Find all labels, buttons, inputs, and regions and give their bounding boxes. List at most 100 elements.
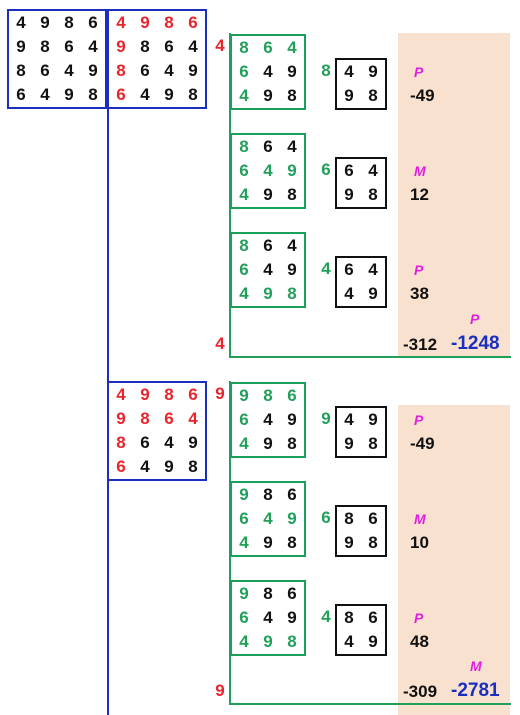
submatrix-box — [230, 580, 306, 656]
block-matrix-cell: 6 — [188, 385, 198, 404]
submatrix-cell: 4 — [263, 161, 273, 180]
submatrix-cell: 8 — [287, 185, 297, 204]
minor-cell: 6 — [344, 260, 354, 279]
pivot-left-label: 4 — [215, 36, 225, 55]
minor-box — [335, 406, 387, 458]
submatrix-cell: 9 — [287, 509, 297, 528]
operation-label: P — [414, 610, 424, 626]
submatrix-cell: 8 — [287, 284, 297, 303]
block-matrix-cell: 4 — [164, 61, 174, 80]
minor-box — [335, 256, 387, 308]
block-matrix-cell: 4 — [140, 85, 150, 104]
block-matrix-box — [107, 381, 207, 481]
block-matrix-cell: 8 — [164, 385, 174, 404]
block-total: -1248 — [451, 333, 500, 354]
sub-pivot-label: 4 — [321, 259, 331, 278]
operation-label: M — [414, 163, 426, 179]
block-matrix-cell: 8 — [140, 409, 150, 428]
minor-cell: 8 — [344, 608, 354, 627]
matrix-cell: 6 — [40, 61, 50, 80]
submatrix-cell: 6 — [239, 62, 249, 81]
submatrix-cell: 6 — [239, 608, 249, 627]
block-matrix-cell: 6 — [188, 13, 198, 32]
block-matrix-cell: 8 — [188, 457, 198, 476]
submatrix-cell: 8 — [239, 137, 249, 156]
block-matrix-cell: 8 — [116, 433, 126, 452]
minor-value: 10 — [410, 533, 429, 552]
submatrix-box — [230, 481, 306, 557]
results-column-shade — [398, 33, 510, 357]
submatrix-cell: 8 — [239, 38, 249, 57]
minor-cell: 8 — [368, 434, 378, 453]
minor-cell: 9 — [344, 86, 354, 105]
submatrix-box — [230, 232, 306, 308]
block-matrix-cell: 9 — [164, 85, 174, 104]
submatrix-cell: 9 — [263, 185, 273, 204]
branch-bottom-line — [229, 703, 511, 705]
minor-cell: 9 — [344, 185, 354, 204]
submatrix-cell: 6 — [263, 137, 273, 156]
submatrix-cell: 8 — [287, 533, 297, 552]
sub-pivot-label: 6 — [321, 160, 331, 179]
block-result: -312 — [403, 335, 438, 354]
minor-cell: 4 — [344, 410, 354, 429]
operation-label: M — [414, 511, 426, 527]
block-matrix-cell: 6 — [164, 409, 174, 428]
submatrix-box — [230, 34, 306, 110]
submatrix-cell: 8 — [263, 386, 273, 405]
submatrix-cell: 8 — [287, 632, 297, 651]
matrix-cell: 9 — [88, 61, 98, 80]
matrix-cell: 8 — [40, 37, 50, 56]
matrix-cell: 4 — [40, 85, 50, 104]
minor-cell: 4 — [368, 161, 378, 180]
minor-cell: 9 — [344, 533, 354, 552]
matrix-cell: 6 — [16, 85, 26, 104]
submatrix-cell: 4 — [263, 509, 273, 528]
minor-cell: 4 — [344, 284, 354, 303]
block-matrix-cell: 6 — [140, 61, 150, 80]
final-operation-label: P — [470, 311, 480, 327]
submatrix-cell: 4 — [287, 137, 297, 156]
submatrix-cell: 4 — [239, 632, 249, 651]
minor-cell: 6 — [368, 509, 378, 528]
operation-label: P — [414, 262, 424, 278]
block-matrix-cell: 8 — [188, 85, 198, 104]
block-matrix-cell: 9 — [188, 61, 198, 80]
submatrix-cell: 4 — [239, 284, 249, 303]
minor-cell: 9 — [344, 434, 354, 453]
block-matrix-cell: 8 — [164, 13, 174, 32]
source-matrix-box — [7, 9, 107, 109]
submatrix-cell: 4 — [263, 410, 273, 429]
submatrix-cell: 6 — [239, 410, 249, 429]
minor-cell: 9 — [368, 632, 378, 651]
submatrix-cell: 6 — [263, 236, 273, 255]
minor-value: 48 — [410, 632, 429, 651]
submatrix-cell: 9 — [239, 485, 249, 504]
submatrix-box — [230, 382, 306, 458]
minor-value: 38 — [410, 284, 429, 303]
results-column-shade — [398, 405, 510, 715]
block-matrix-cell: 9 — [164, 457, 174, 476]
sub-pivot-label: 8 — [321, 61, 331, 80]
submatrix-cell: 9 — [287, 410, 297, 429]
submatrix-cell: 8 — [263, 485, 273, 504]
minor-cell: 8 — [368, 185, 378, 204]
pivot-bottom-label: 4 — [215, 334, 225, 353]
submatrix-cell: 6 — [239, 509, 249, 528]
block-matrix-cell: 9 — [140, 385, 150, 404]
block-matrix-cell: 6 — [116, 457, 126, 476]
block-matrix-cell: 9 — [116, 37, 126, 56]
block-matrix-cell: 4 — [188, 37, 198, 56]
matrix-cell: 8 — [64, 13, 74, 32]
submatrix-cell: 9 — [263, 632, 273, 651]
final-operation-label: M — [470, 658, 482, 674]
minor-cell: 9 — [368, 284, 378, 303]
branch-bottom-line — [229, 356, 511, 358]
submatrix-cell: 9 — [263, 86, 273, 105]
minor-cell: 4 — [344, 632, 354, 651]
submatrix-cell: 9 — [287, 62, 297, 81]
submatrix-cell: 4 — [263, 62, 273, 81]
submatrix-box — [230, 133, 306, 209]
block-matrix-cell: 8 — [116, 61, 126, 80]
minor-cell: 8 — [368, 86, 378, 105]
